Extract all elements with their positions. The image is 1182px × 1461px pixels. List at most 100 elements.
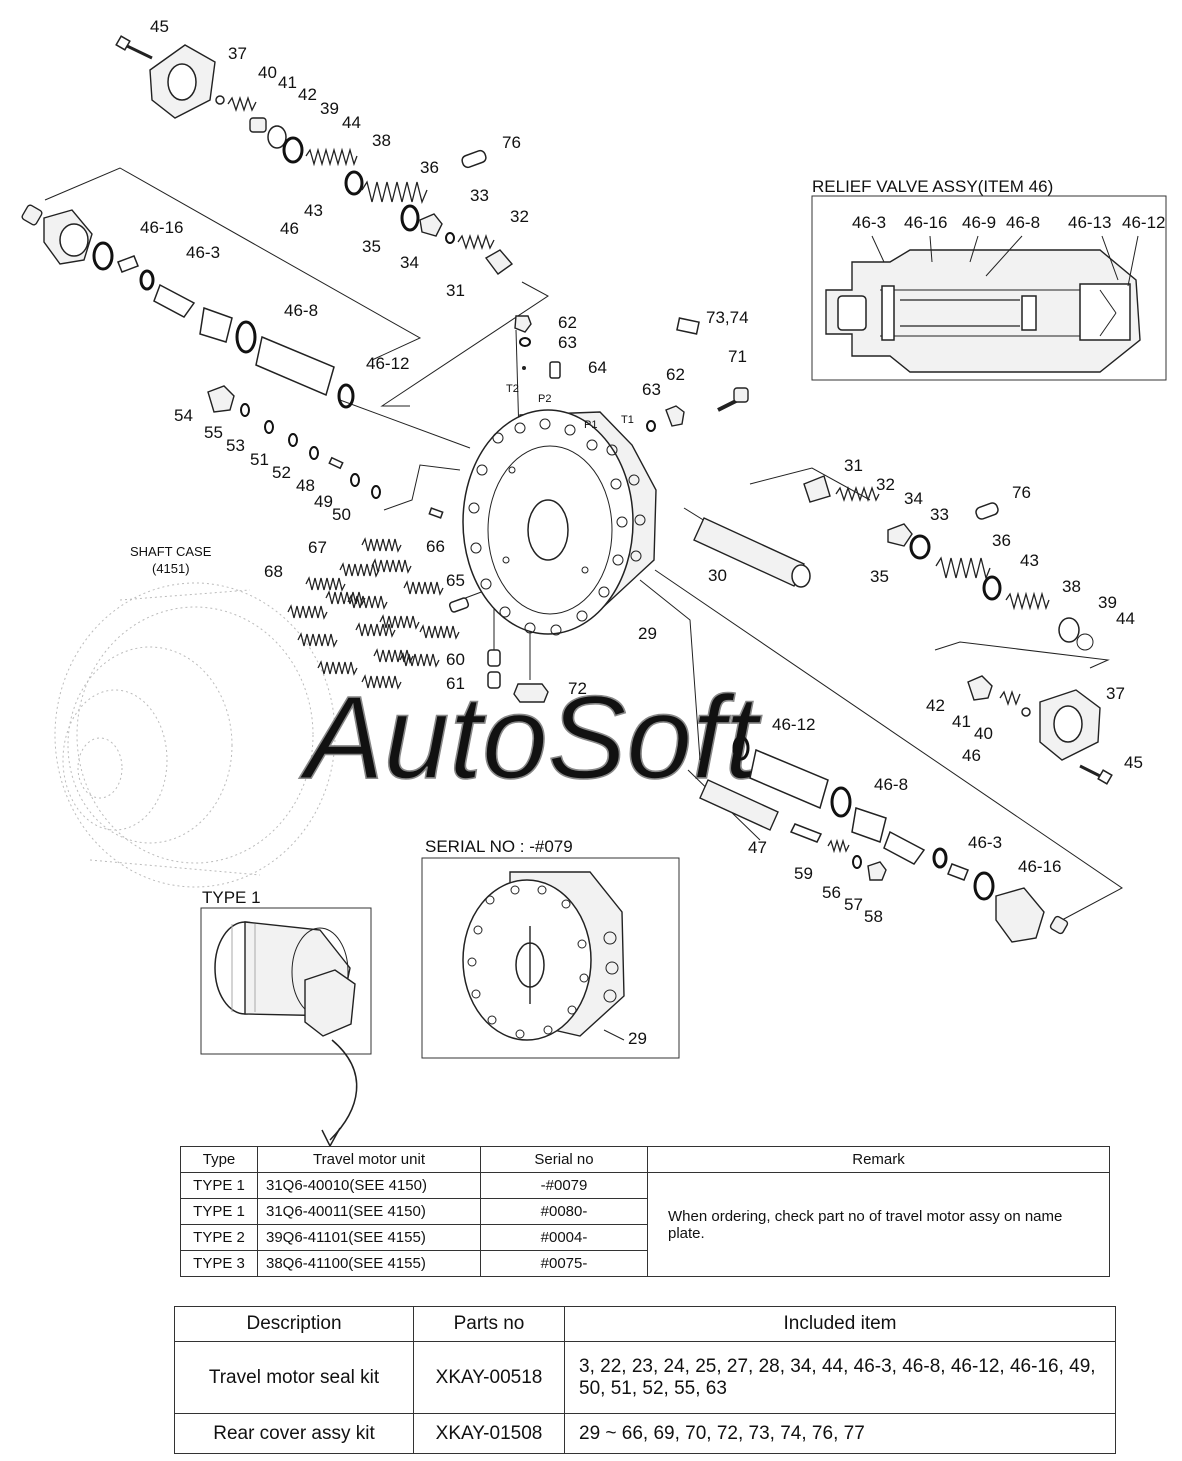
callout-63b: 63 [642,380,661,399]
upper-left-parts [115,35,514,275]
parts-no-cell: XKAY-01508 [413,1413,565,1454]
callout-42: 42 [298,85,317,104]
port-labels: T2 P2 P1 T1 [506,383,634,431]
callout-56: 56 [822,883,841,902]
serial-cell: #0080- [480,1198,648,1225]
description-cell: Travel motor seal kit [174,1341,414,1414]
callout-67: 67 [308,538,327,557]
callout-60: 60 [446,650,465,669]
callout-55: 55 [204,423,223,442]
parts-no-cell: XKAY-00518 [413,1341,565,1414]
callout-43: 43 [304,201,323,220]
right-valve-parts [693,475,1113,785]
serial-inset-part: 29 [628,1029,647,1048]
type-cell: TYPE 1 [180,1198,258,1225]
unit-cell: 39Q6-41101(SEE 4155) [257,1224,481,1251]
table-row: TYPE 1 31Q6-40010(SEE 4150) -#0079 When … [180,1172,1110,1277]
description-cell: Rear cover assy kit [174,1413,414,1454]
included-item-cell: 3, 22, 23, 24, 25, 27, 28, 34, 44, 46-3,… [564,1341,1116,1414]
callout-46: 46 [280,219,299,238]
callout-42b: 42 [926,696,945,715]
relief-valve-lower-parts [732,735,1069,943]
callout-33: 33 [470,186,489,205]
callout-49: 49 [314,492,333,511]
serial-inset-box: SERIAL NO : -#079 29 [421,837,680,1059]
callout-73-74: 73,74 [706,308,749,327]
remark-header: Remark [647,1146,1110,1173]
rv-label-46-9: 46-9 [962,213,996,232]
type-cell: TYPE 3 [180,1250,258,1277]
callout-66: 66 [426,537,445,556]
serial-header: Serial no [480,1146,648,1173]
callout-46-3: 46-3 [186,243,220,262]
callout-46-12b: 46-12 [772,715,815,734]
callout-52: 52 [272,463,291,482]
callout-44b: 44 [1116,609,1135,628]
small-parts-left [207,385,444,519]
serial-cell: -#0079 [480,1172,648,1199]
table-row: TYPE 3 38Q6-41100(SEE 4155) #0075- [180,1250,1110,1277]
pins-group [448,597,549,703]
callout-54: 54 [174,406,193,425]
spring-cluster [287,537,460,690]
type1-arrow [329,1039,358,1141]
port-p2: P2 [538,393,551,405]
callout-59: 59 [794,864,813,883]
type1-inset-box: TYPE 1 [200,888,372,1055]
callout-46b: 46 [962,746,981,765]
included-item-cell: 29 ~ 66, 69, 70, 72, 73, 74, 76, 77 [564,1413,1116,1454]
kit-table-header: Description Parts no Included item [174,1306,1116,1342]
rv-label-46-16: 46-16 [904,213,947,232]
callout-39: 39 [320,99,339,118]
callout-35: 35 [362,237,381,256]
callout-43b: 43 [1020,551,1039,570]
table-row: Travel motor seal kit XKAY-00518 3, 22, … [174,1341,1116,1414]
type-table: Type Travel motor unit Serial no Remark … [180,1146,1110,1277]
callout-32b: 32 [876,475,895,494]
callout-33b: 33 [930,505,949,524]
callout-61: 61 [446,674,465,693]
callout-34: 34 [400,253,419,272]
rv-label-46-3: 46-3 [852,213,886,232]
callout-57: 57 [844,895,863,914]
callout-44: 44 [342,113,361,132]
kit-table: Description Parts no Included item Trave… [174,1306,1116,1454]
lower-spool-parts [699,779,887,881]
callout-46-3b: 46-3 [968,833,1002,852]
callout-40: 40 [258,63,277,82]
type1-inset-title: TYPE 1 [202,888,261,907]
unit-cell: 38Q6-41100(SEE 4155) [257,1250,481,1277]
unit-header: Travel motor unit [257,1146,481,1173]
type-cell: TYPE 1 [180,1172,258,1199]
callout-40b: 40 [974,724,993,743]
callout-63: 63 [558,333,577,352]
callout-39b: 39 [1098,593,1117,612]
callout-48: 48 [296,476,315,495]
description-header: Description [174,1306,414,1342]
rv-label-46-12: 46-12 [1122,213,1165,232]
callout-46-16b: 46-16 [1018,857,1061,876]
callout-38: 38 [372,131,391,150]
remark-cell: When ordering, check part no of travel m… [647,1172,1110,1277]
serial-inset-title: SERIAL NO : -#079 [425,837,573,856]
unit-cell: 31Q6-40010(SEE 4150) [257,1172,481,1199]
shaft-case-outline [54,582,336,888]
table-row: Rear cover assy kit XKAY-01508 29 ~ 66, … [174,1413,1116,1454]
callout-30: 30 [708,566,727,585]
callout-65: 65 [446,571,465,590]
callout-68: 68 [264,562,283,581]
rv-label-46-8: 46-8 [1006,213,1040,232]
callout-58: 58 [864,907,883,926]
callout-41: 41 [278,73,297,92]
callout-46-16: 46-16 [140,218,183,237]
rear-cover-29 [462,409,657,636]
callout-51: 51 [250,450,269,469]
table-row: TYPE 2 39Q6-41101(SEE 4155) #0004- [180,1224,1110,1251]
shaft-case-title: SHAFT CASE [130,544,212,559]
table-row: TYPE 1 31Q6-40011(SEE 4150) #0080- [180,1198,1110,1225]
parts-no-header: Parts no [413,1306,565,1342]
callout-46-12: 46-12 [366,354,409,373]
callout-labels: 45 37 40 41 42 39 44 38 36 76 33 32 43 3… [140,17,1143,926]
unit-cell: 31Q6-40011(SEE 4150) [257,1198,481,1225]
